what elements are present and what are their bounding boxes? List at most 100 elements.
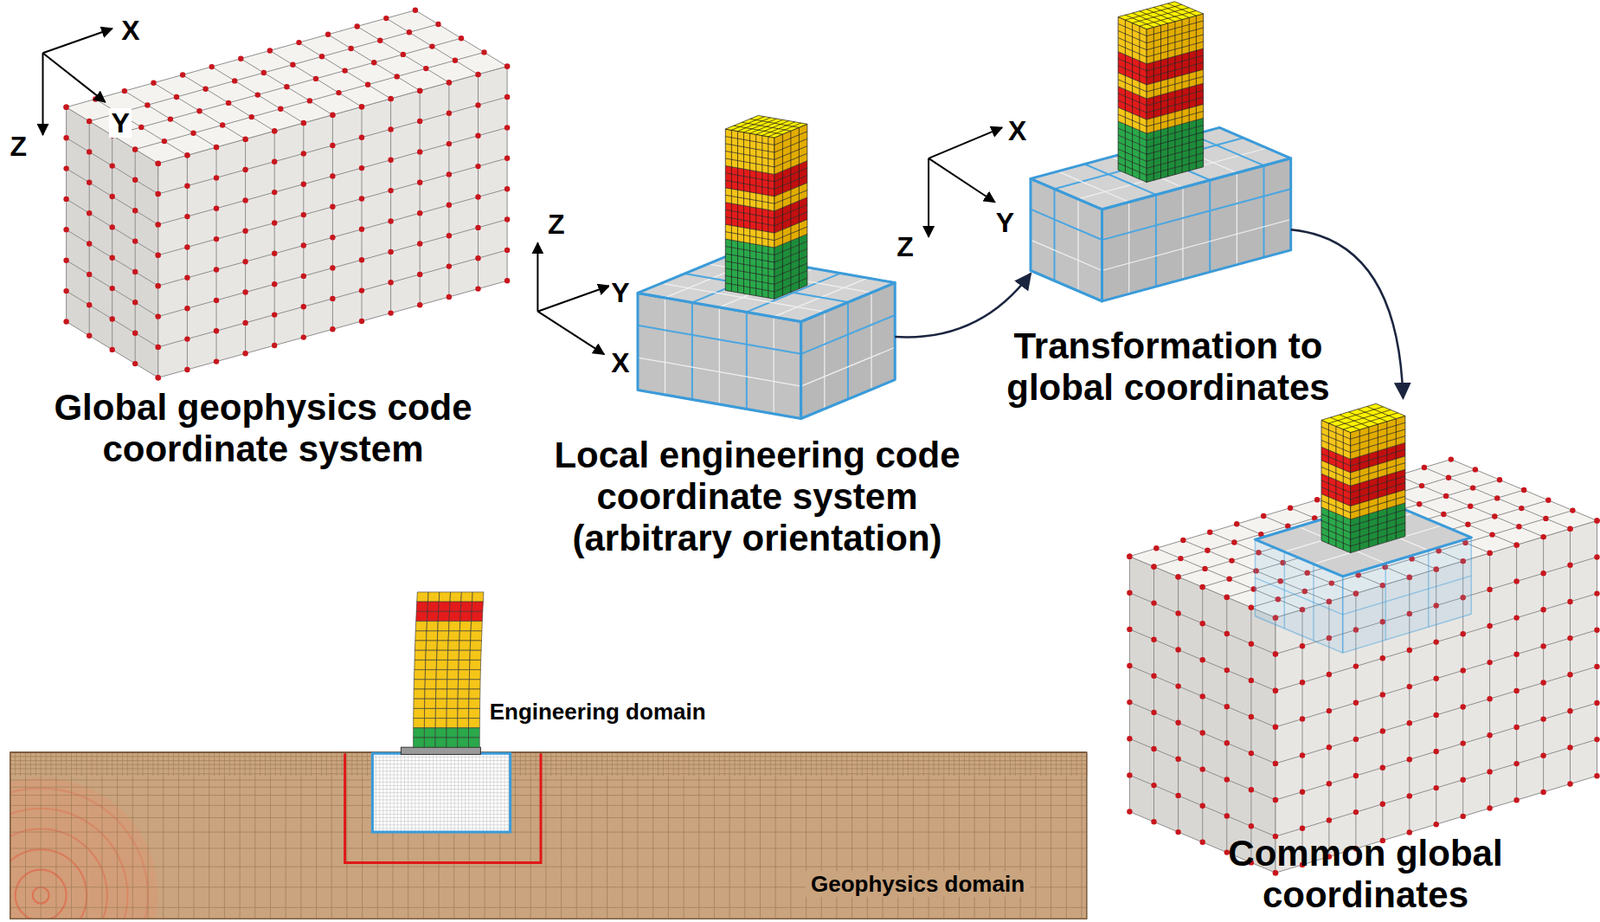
mesh-line (259, 751, 261, 776)
grid-line (774, 212, 808, 226)
mesh-line (351, 751, 353, 776)
mesh-node (329, 234, 335, 240)
grid-line (1336, 409, 1391, 426)
axis-group (43, 28, 1003, 354)
mesh-node (400, 51, 406, 58)
mesh-node (155, 282, 161, 289)
mesh-node (387, 96, 393, 102)
building-cell (457, 737, 470, 747)
mesh-node (359, 103, 365, 110)
mesh-line (10, 755, 1087, 757)
mesh-line (591, 751, 592, 776)
mesh-node (1486, 586, 1492, 592)
engineering-inset (372, 752, 510, 832)
mesh-node (417, 148, 423, 155)
mesh-node (301, 273, 307, 279)
grid-line (725, 173, 775, 182)
building-cell (449, 591, 462, 602)
building-cell (469, 737, 481, 747)
mesh-line (10, 816, 1087, 818)
mesh-node (1200, 765, 1206, 772)
mesh-node (1407, 683, 1413, 689)
combined-model (1126, 403, 1600, 875)
grid-line (124, 90, 217, 148)
mesh-line (872, 751, 874, 776)
mesh-line (70, 775, 72, 919)
building-cell (449, 621, 461, 631)
mesh-node (1175, 719, 1181, 726)
mesh-node (1175, 756, 1181, 762)
building-cell (424, 727, 436, 738)
grid-line (1118, 162, 1147, 175)
mesh-node (225, 100, 232, 106)
mesh-node (301, 181, 307, 187)
mesh-node (423, 65, 429, 71)
mesh-node (1440, 511, 1446, 517)
mesh-node (475, 71, 481, 78)
mesh-node (1540, 752, 1546, 759)
mesh-node (213, 144, 219, 150)
grid-line (1132, 7, 1190, 24)
mesh-node (109, 162, 116, 168)
building-cell (435, 718, 447, 728)
mesh-line (713, 751, 715, 776)
mesh-node (213, 297, 219, 303)
mesh-node (504, 247, 510, 253)
grid-line (1118, 79, 1147, 92)
building-cell (457, 718, 470, 728)
mesh-node (1472, 466, 1478, 472)
grid-line (1118, 86, 1147, 99)
mesh-node (1248, 713, 1254, 720)
mesh-node (1593, 700, 1600, 706)
mesh-line (821, 751, 823, 776)
mesh-node (1150, 818, 1157, 824)
mesh-node (1150, 709, 1157, 715)
mesh-line (1015, 751, 1016, 776)
mesh-node (329, 295, 335, 302)
grid-line (1153, 6, 1183, 20)
mesh-node (1200, 839, 1206, 845)
axis-label: Y (609, 277, 631, 308)
fine-mesh (372, 770, 510, 772)
mesh-node (1231, 539, 1237, 545)
mesh-node (209, 64, 215, 70)
mesh-line (576, 751, 578, 776)
mesh-node (202, 86, 208, 92)
mesh-line (545, 775, 547, 919)
grid-line (1146, 55, 1204, 71)
mesh-node (504, 94, 510, 100)
grid-line (1321, 466, 1351, 479)
grid-line (1132, 12, 1162, 26)
building-cell (414, 669, 426, 680)
mesh-node (184, 183, 190, 189)
mesh-node (184, 305, 190, 311)
grid-line (1118, 72, 1147, 85)
mesh-node (446, 141, 452, 147)
grid-line (1146, 111, 1204, 128)
mesh-node (184, 152, 190, 158)
building-cell (424, 737, 436, 747)
fine-mesh (372, 823, 510, 825)
grid-line (1146, 146, 1204, 162)
mesh-line (999, 751, 1001, 776)
figure-node: Geophysics domain (10, 751, 1087, 919)
mesh-line (1050, 751, 1052, 776)
building-cell (446, 707, 458, 718)
mesh-node (1353, 772, 1359, 778)
mesh-node (406, 29, 412, 35)
mesh-line (907, 751, 909, 776)
grid-line (66, 10, 416, 108)
mesh-node (1326, 671, 1332, 677)
grid-line (725, 289, 775, 299)
mesh-node (1433, 712, 1440, 718)
grid-line (725, 179, 775, 189)
mesh-node (1540, 570, 1546, 576)
building-cell (428, 591, 440, 602)
flow-arrow (894, 273, 1031, 338)
mesh-line (229, 751, 231, 776)
mesh-line (193, 775, 195, 919)
mesh-node (63, 226, 69, 232)
mesh-line (790, 751, 791, 776)
mesh-node (417, 88, 423, 94)
mesh-node (155, 282, 161, 289)
